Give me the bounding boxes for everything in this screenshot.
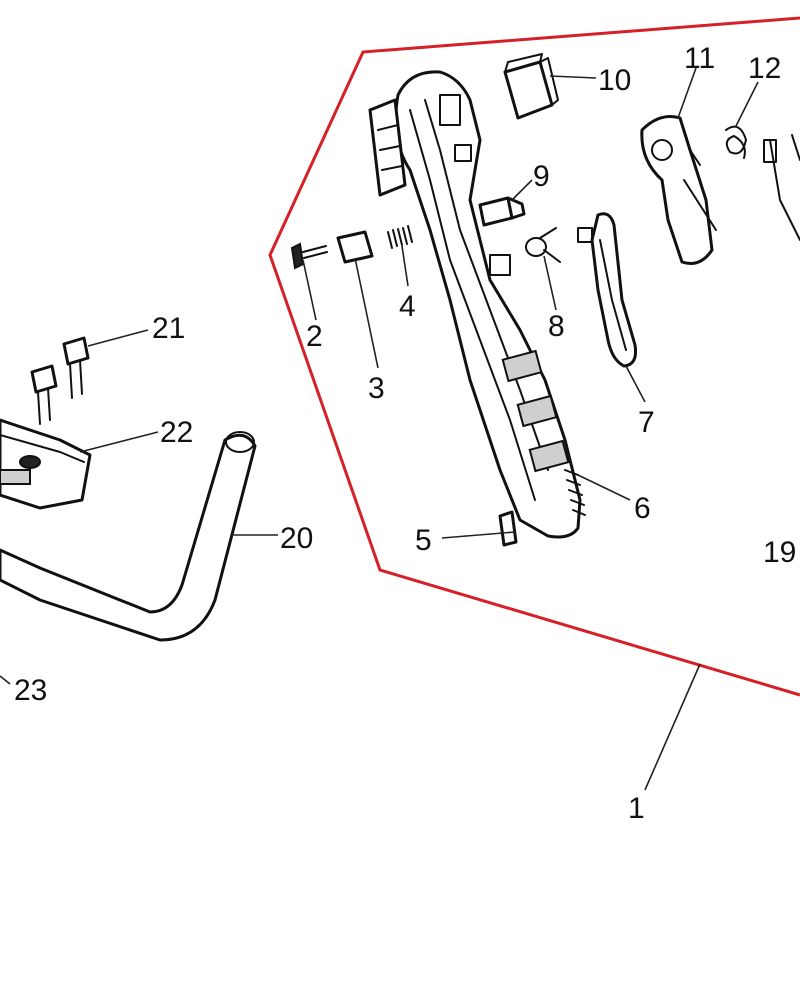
part-12-spring	[725, 125, 747, 159]
callout-3: 3	[368, 372, 385, 405]
callout-labels: 1 2 3 4 5 6 7 8 9 10 11 12 19 20 21 22 2…	[14, 42, 796, 825]
callout-2: 2	[306, 320, 323, 353]
part-8-clip	[525, 227, 561, 263]
part-9-pin	[478, 196, 526, 227]
part-21-bolts	[30, 336, 90, 425]
callout-23: 23	[14, 674, 47, 707]
part-6-lever-body	[368, 70, 586, 539]
callout-22: 22	[160, 416, 193, 449]
callout-10: 10	[598, 64, 631, 97]
callout-7: 7	[638, 406, 655, 439]
callout-12: 12	[748, 52, 781, 85]
callout-4: 4	[399, 290, 416, 323]
callout-5: 5	[415, 524, 432, 557]
assembly-boundary	[268, 16, 800, 697]
part-3-bushing	[336, 230, 374, 264]
callout-20: 20	[280, 522, 313, 555]
part-7-link	[577, 212, 637, 368]
callout-11: 11	[684, 42, 715, 75]
part-2-screw	[290, 242, 328, 270]
part-19-cable	[763, 134, 800, 241]
part-5-nut	[498, 510, 518, 547]
part-20-tube	[0, 431, 257, 642]
part-10-block	[503, 53, 559, 120]
callout-19: 19	[763, 536, 796, 569]
callout-1: 1	[628, 792, 645, 825]
part-22-clamp	[0, 418, 92, 510]
part-4-spring	[387, 225, 413, 249]
callout-21: 21	[152, 312, 185, 345]
callout-6: 6	[634, 492, 651, 525]
callout-8: 8	[548, 310, 565, 343]
part-11-bracket	[640, 115, 717, 265]
leader-lines	[0, 67, 759, 791]
callout-9: 9	[533, 160, 550, 193]
